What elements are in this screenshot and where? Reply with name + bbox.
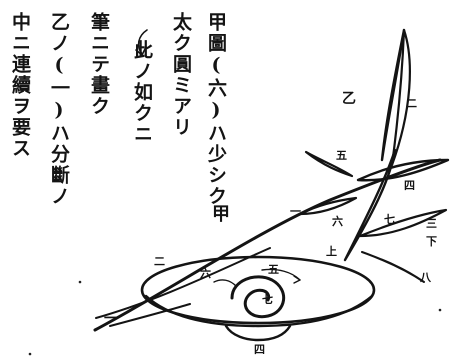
- leaf-right: [356, 158, 450, 182]
- leaf-long: [343, 148, 397, 262]
- stroke-number-shichi-bowl: 七: [262, 293, 273, 306]
- ink-dot: [438, 308, 442, 312]
- ink-dot: [78, 280, 82, 284]
- stroke-number-jou: 上: [326, 245, 337, 258]
- text-column-1: 甲圖(六)ハ少シク: [205, 12, 227, 207]
- bowl-rim: [140, 255, 376, 325]
- bowl-coil: [230, 275, 285, 319]
- text-column-4: 筆ニテ畫ク: [88, 12, 110, 117]
- leaf-middle: [298, 196, 358, 216]
- stroke-number-ni-top: 二: [406, 97, 417, 110]
- stroke-number-go: 五: [336, 149, 347, 162]
- ink-dot: [28, 352, 32, 356]
- leaf-upper-left: [304, 150, 354, 178]
- stroke-number-ge: 下: [426, 235, 437, 248]
- stroke-number-san: 三: [426, 217, 437, 230]
- stroke-number-hachi: 八: [420, 271, 431, 284]
- bowl-foot: [224, 324, 292, 342]
- stroke-number-roku-bowl: 六: [200, 267, 211, 280]
- stroke-number-roku: 六: [332, 215, 343, 228]
- curved-arrow-icon: [137, 29, 148, 55]
- bowl-coil-tail: [213, 279, 237, 287]
- figure-label-otsu: 乙: [342, 91, 356, 107]
- stroke-number-yon: 四: [404, 179, 415, 192]
- stroke-number-shichi: 七: [384, 213, 395, 226]
- bowl-body: [144, 294, 374, 328]
- stroke-number-go-bowl: 五: [268, 263, 279, 276]
- stroke-number-yon-bottom: 四: [254, 343, 265, 356]
- text-column-5: 乙ノ(一)ハ分斷ノ: [48, 12, 70, 207]
- text-column-2: 太ク圓ミアリ: [170, 12, 192, 138]
- leaf-lower-right-2: [361, 251, 425, 283]
- stroke-number-ichi: 一: [290, 205, 301, 218]
- leaf-lower-right: [358, 208, 448, 238]
- stroke-number-ni: 二: [154, 255, 165, 268]
- bowl-coil-arrowhead: [293, 275, 301, 284]
- stroke-left-arm: [109, 303, 191, 327]
- figure-label-kou: 甲: [212, 204, 230, 225]
- text-column-3: 此ノ如クニ: [131, 40, 153, 145]
- tall-leaf: [380, 28, 406, 162]
- stroke-number-ichi-left: 一: [104, 311, 118, 327]
- text-column-6: 中ニ連續ヲ要ス: [9, 12, 31, 159]
- arrow-head-icon: [135, 46, 147, 56]
